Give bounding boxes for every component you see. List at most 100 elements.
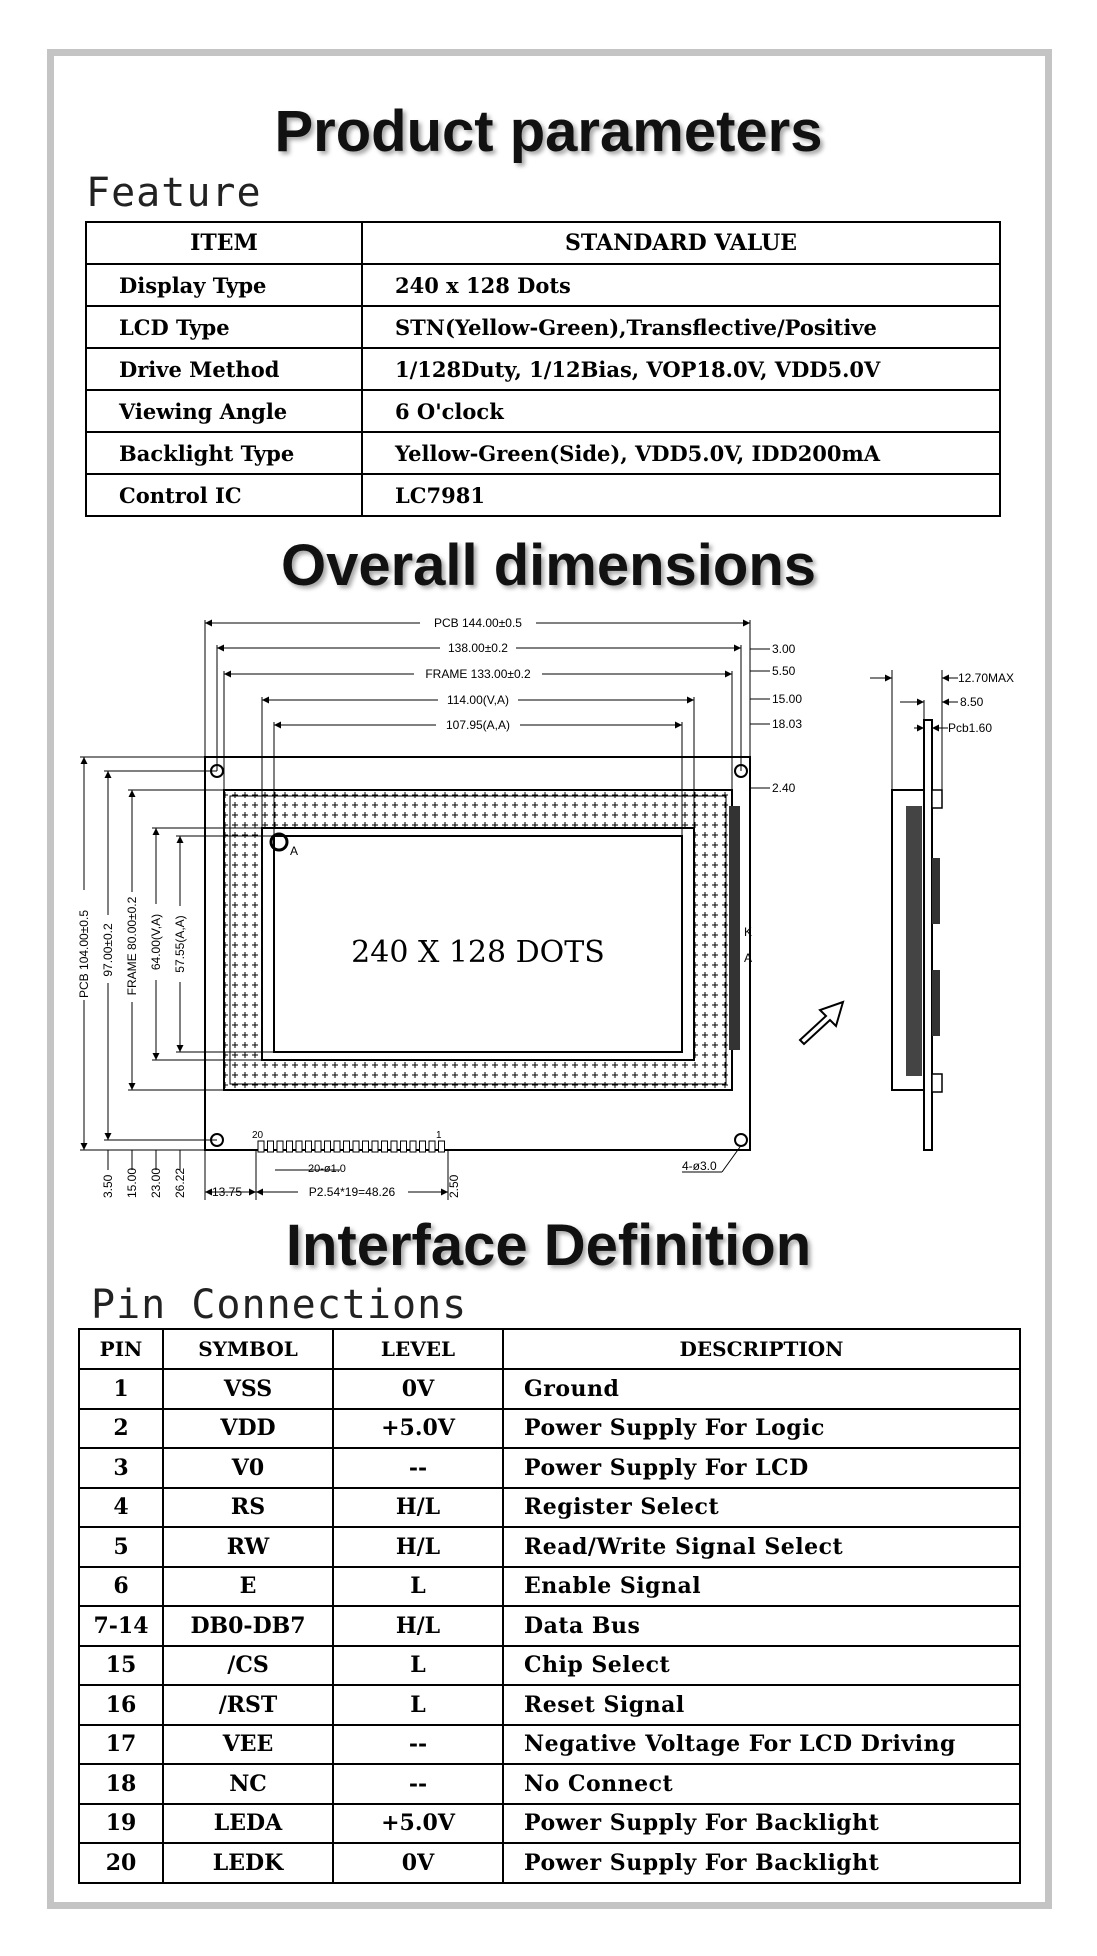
pin-description: Reset Signal xyxy=(502,1684,1021,1726)
pin-description: Data Bus xyxy=(502,1605,1021,1647)
pin-number: 20 xyxy=(78,1842,164,1884)
pin-number: 18 xyxy=(78,1763,164,1805)
pin-header-row: PIN SYMBOL LEVEL DESCRIPTION xyxy=(78,1328,1021,1370)
pin-description: Power Supply For LCD xyxy=(502,1447,1021,1489)
pin-level: L xyxy=(332,1684,504,1726)
dim-3-50: 3.50 xyxy=(101,1174,115,1198)
pin-hole xyxy=(343,1140,350,1153)
feature-value: Yellow-Green(Side), VDD5.0V, IDD200mA xyxy=(361,431,1001,475)
pin-level: -- xyxy=(332,1723,504,1765)
dim-138: 138.00±0.2 xyxy=(448,641,508,655)
dim-aa-height: 57.55(A,A) xyxy=(173,915,187,972)
dim-26-22: 26.22 xyxy=(173,1168,187,1198)
pin-hole xyxy=(286,1140,293,1153)
dim-pin-holes: 20-ø1.0 xyxy=(308,1163,346,1175)
pin-description: Ground xyxy=(502,1368,1021,1410)
pin-20-label: 20 xyxy=(252,1130,264,1141)
pin-hole xyxy=(267,1140,274,1153)
dim-frame-width: FRAME 133.00±0.2 xyxy=(425,667,531,681)
backlight-strip xyxy=(729,806,740,1050)
pin-description: Chip Select xyxy=(502,1644,1021,1686)
pin-number: 16 xyxy=(78,1684,164,1726)
pcb-outline xyxy=(204,756,751,1151)
pin-symbol: VDD xyxy=(162,1407,334,1449)
feature-heading: Feature xyxy=(86,170,262,216)
pin-hole xyxy=(305,1140,312,1153)
pin-description: Register Select xyxy=(502,1486,1021,1528)
pin-hole xyxy=(333,1140,341,1153)
feature-value: 1/128Duty, 1/12Bias, VOP18.0V, VDD5.0V xyxy=(361,347,1001,391)
dim-97: 97.00±0.2 xyxy=(101,923,115,977)
pin-symbol: DB0-DB7 xyxy=(162,1605,334,1647)
pin-hole xyxy=(276,1140,284,1153)
title-overall-dimensions: Overall dimensions xyxy=(280,533,817,598)
pin-number: 3 xyxy=(78,1447,164,1489)
pin-level: -- xyxy=(332,1447,504,1489)
dim-12-70max: 12.70MAX xyxy=(958,671,1014,685)
pin-hole xyxy=(390,1140,398,1153)
pin-symbol: NC xyxy=(162,1763,334,1805)
dim-pcb-thickness: Pcb1.60 xyxy=(948,721,992,735)
pin-hole xyxy=(352,1140,360,1153)
pin-header xyxy=(257,1140,445,1153)
dim-2-40: 2.40 xyxy=(772,781,796,795)
pin-symbol: VSS xyxy=(162,1368,334,1410)
col-symbol: SYMBOL xyxy=(162,1328,334,1370)
pin-connections-heading: Pin Connections xyxy=(91,1282,468,1328)
feature-value: 240 x 128 Dots xyxy=(361,263,1001,307)
pin-number: 19 xyxy=(78,1802,164,1844)
pin-description: Power Supply For Backlight xyxy=(502,1802,1021,1844)
pin-number: 7-14 xyxy=(78,1605,164,1647)
pin-level: L xyxy=(332,1644,504,1686)
pin-symbol: E xyxy=(162,1565,334,1607)
pin-number: 6 xyxy=(78,1565,164,1607)
pin-number: 4 xyxy=(78,1486,164,1528)
origin-marker xyxy=(269,832,289,852)
feature-item: Drive Method xyxy=(85,347,363,391)
view-arrow xyxy=(798,1000,845,1046)
pin-hole xyxy=(428,1140,436,1153)
pin-number: 15 xyxy=(78,1644,164,1686)
pin-symbol: /RST xyxy=(162,1684,334,1726)
dim-pcb-height: PCB 104.00±0.5 xyxy=(77,910,91,998)
pin-level: -- xyxy=(332,1763,504,1805)
feature-header-row: ITEM STANDARD VALUE xyxy=(85,221,1001,265)
pin-description: Power Supply For Logic xyxy=(502,1407,1021,1449)
pin-number: 17 xyxy=(78,1723,164,1765)
pin-description: No Connect xyxy=(502,1763,1021,1805)
pin-hole xyxy=(362,1140,369,1153)
pin-hole xyxy=(438,1140,445,1153)
title-interface-definition: Interface Definition xyxy=(285,1213,812,1278)
col-standard-value: STANDARD VALUE xyxy=(361,221,1001,265)
dim-15-00: 15.00 xyxy=(772,692,802,706)
pin-hole xyxy=(409,1140,417,1153)
pin-symbol: LEDK xyxy=(162,1842,334,1884)
col-description: DESCRIPTION xyxy=(502,1328,1021,1370)
col-pin: PIN xyxy=(78,1328,164,1370)
pin-level: +5.0V xyxy=(332,1802,504,1844)
feature-item: Backlight Type xyxy=(85,431,363,475)
dim-18-03: 18.03 xyxy=(772,717,802,731)
dim-13-75: 13.75 xyxy=(212,1185,242,1199)
pin-description: Enable Signal xyxy=(502,1565,1021,1607)
active-area xyxy=(273,835,683,1053)
pin-description: Negative Voltage For LCD Driving xyxy=(502,1723,1021,1765)
pin-symbol: V0 xyxy=(162,1447,334,1489)
pin-number: 2 xyxy=(78,1407,164,1449)
dim-va-width: 114.00(V,A) xyxy=(447,693,509,707)
title-product-parameters: Product parameters xyxy=(274,99,823,164)
dim-23-00: 23.00 xyxy=(149,1168,163,1198)
pin-number: 1 xyxy=(78,1368,164,1410)
pin-description: Power Supply For Backlight xyxy=(502,1842,1021,1884)
pin-hole xyxy=(314,1140,322,1153)
dim-mount-holes: 4-ø3.0 xyxy=(682,1159,717,1173)
